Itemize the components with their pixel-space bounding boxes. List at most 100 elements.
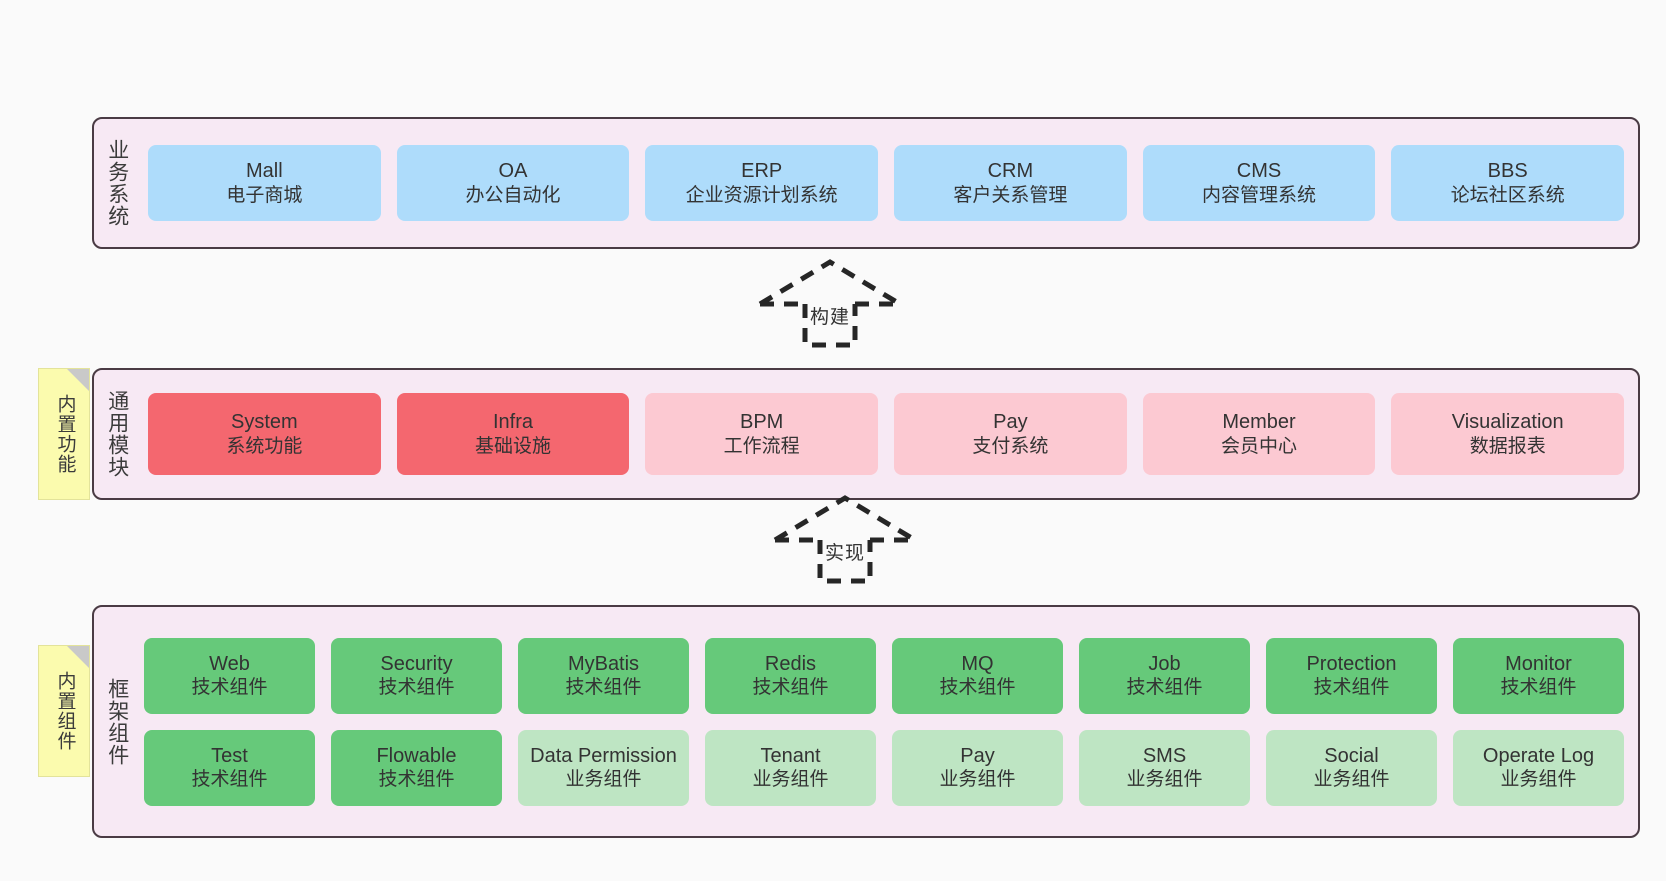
card-bpm[interactable]: BPM 工作流程 <box>645 393 879 475</box>
card-subtitle: 业务组件 <box>752 769 829 791</box>
card-subtitle: 技术组件 <box>565 677 642 699</box>
card-mq[interactable]: MQ 技术组件 <box>892 637 1063 714</box>
card-title: MyBatis <box>567 652 640 675</box>
dashed-up-arrow-icon <box>758 259 902 348</box>
card-subtitle: 系统功能 <box>226 435 303 457</box>
card-title: SMS <box>1142 744 1187 767</box>
card-social[interactable]: Social 业务组件 <box>1266 729 1437 806</box>
card-visualization[interactable]: Visualization 数据报表 <box>1391 393 1625 475</box>
card-erp[interactable]: ERP 企业资源计划系统 <box>645 145 879 221</box>
card-cms[interactable]: CMS 内容管理系统 <box>1142 145 1376 221</box>
card-subtitle: 论坛社区系统 <box>1450 184 1565 206</box>
card-oa[interactable]: OA 办公自动化 <box>396 145 630 221</box>
layer-framework-components: 框架组件 Web 技术组件 Security 技术组件 MyBatis 技术组件… <box>92 605 1640 838</box>
card-subtitle: 技术组件 <box>939 677 1016 699</box>
card-data-permission[interactable]: Data Permission 业务组件 <box>518 729 689 806</box>
card-operate-log[interactable]: Operate Log 业务组件 <box>1453 729 1624 806</box>
card-flowable[interactable]: Flowable 技术组件 <box>331 729 502 806</box>
card-subtitle: 技术组件 <box>378 769 455 791</box>
card-subtitle: 办公自动化 <box>465 184 561 206</box>
layer-title-framework: 框架组件 <box>105 677 129 766</box>
sticky-note-builtin-components: 内置组件 <box>38 645 90 777</box>
card-title: Social <box>1324 744 1379 767</box>
layer-common-modules: 通用模块 System 系统功能 Infra 基础设施 BPM 工作流程 Pay… <box>92 368 1640 500</box>
card-test[interactable]: Test 技术组件 <box>144 729 315 806</box>
card-title: Member <box>1222 411 1296 434</box>
generalization-arrow-realize: 实现 <box>770 492 920 584</box>
layer-business-systems: 业务系统 Mall 电子商城 OA 办公自动化 ERP 企业资源计划系统 CRM… <box>92 117 1640 249</box>
layer-body-framework: Web 技术组件 Security 技术组件 MyBatis 技术组件 Redi… <box>140 607 1638 836</box>
card-sms[interactable]: SMS 业务组件 <box>1079 729 1250 806</box>
card-subtitle: 电子商城 <box>226 184 303 206</box>
framework-card-row-1: Web 技术组件 Security 技术组件 MyBatis 技术组件 Redi… <box>144 637 1624 714</box>
card-mybatis[interactable]: MyBatis 技术组件 <box>518 637 689 714</box>
card-pay-component[interactable]: Pay 业务组件 <box>892 729 1063 806</box>
folded-corner-icon <box>67 369 89 391</box>
card-title: Protection <box>1306 652 1397 675</box>
business-card-row: Mall 电子商城 OA 办公自动化 ERP 企业资源计划系统 CRM 客户关系… <box>148 145 1625 221</box>
card-title: Security <box>380 652 453 675</box>
card-redis[interactable]: Redis 技术组件 <box>705 637 876 714</box>
card-security[interactable]: Security 技术组件 <box>331 637 502 714</box>
card-subtitle: 会员中心 <box>1221 435 1298 457</box>
card-title: Monitor <box>1505 652 1572 675</box>
card-title: Operate Log <box>1482 744 1595 767</box>
sticky-label: 内置功能 <box>54 394 76 474</box>
card-pay-module[interactable]: Pay 支付系统 <box>894 393 1127 475</box>
folded-corner-icon <box>67 646 89 668</box>
card-title: BBS <box>1487 160 1528 183</box>
arrow-label-realize: 实现 <box>824 543 866 564</box>
card-bbs[interactable]: BBS 论坛社区系统 <box>1391 145 1625 221</box>
card-monitor[interactable]: Monitor 技术组件 <box>1453 637 1624 714</box>
card-subtitle: 技术组件 <box>1126 677 1203 699</box>
card-subtitle: 业务组件 <box>939 769 1016 791</box>
card-title: BPM <box>740 411 784 434</box>
sticky-label: 内置组件 <box>54 671 76 751</box>
dashed-up-arrow-icon <box>773 495 917 584</box>
card-title: Infra <box>492 411 534 434</box>
card-subtitle: 技术组件 <box>191 677 268 699</box>
card-protection[interactable]: Protection 技术组件 <box>1266 637 1437 714</box>
card-subtitle: 业务组件 <box>1500 769 1577 791</box>
card-title: Pay <box>993 411 1028 434</box>
layer-title-business: 业务系统 <box>105 139 129 227</box>
card-title: Web <box>209 652 250 675</box>
card-title: System <box>230 411 298 434</box>
card-subtitle: 支付系统 <box>972 435 1049 457</box>
card-system[interactable]: System 系统功能 <box>148 393 381 475</box>
layer-body-modules: System 系统功能 Infra 基础设施 BPM 工作流程 Pay 支付系统… <box>140 370 1638 498</box>
layer-title-modules: 通用模块 <box>105 390 129 478</box>
card-web[interactable]: Web 技术组件 <box>144 637 315 714</box>
card-subtitle: 数据报表 <box>1469 435 1546 457</box>
card-crm[interactable]: CRM 客户关系管理 <box>894 145 1127 221</box>
modules-card-row: System 系统功能 Infra 基础设施 BPM 工作流程 Pay 支付系统… <box>148 393 1625 475</box>
card-subtitle: 技术组件 <box>1500 677 1577 699</box>
card-subtitle: 业务组件 <box>1313 769 1390 791</box>
card-title: Flowable <box>376 744 457 767</box>
card-subtitle: 内容管理系统 <box>1202 184 1317 206</box>
card-subtitle: 技术组件 <box>378 677 455 699</box>
arrow-label-build: 构建 <box>809 307 851 328</box>
card-subtitle: 客户关系管理 <box>953 184 1068 206</box>
card-infra[interactable]: Infra 基础设施 <box>396 393 630 475</box>
card-tenant[interactable]: Tenant 业务组件 <box>705 729 876 806</box>
card-mall[interactable]: Mall 电子商城 <box>148 145 381 221</box>
card-title: Visualization <box>1451 411 1564 434</box>
card-subtitle: 企业资源计划系统 <box>685 184 838 206</box>
framework-card-row-2: Test 技术组件 Flowable 技术组件 Data Permission … <box>144 729 1624 806</box>
card-title: CMS <box>1236 160 1282 183</box>
card-title: Redis <box>764 652 817 675</box>
card-member[interactable]: Member 会员中心 <box>1142 393 1376 475</box>
card-subtitle: 业务组件 <box>1126 769 1203 791</box>
card-title: Data Permission <box>530 744 677 767</box>
card-title: MQ <box>961 652 994 675</box>
card-subtitle: 技术组件 <box>191 769 268 791</box>
generalization-arrow-build: 构建 <box>755 256 905 348</box>
card-job[interactable]: Job 技术组件 <box>1079 637 1250 714</box>
card-title: OA <box>498 160 528 183</box>
card-title: Pay <box>960 744 995 767</box>
card-subtitle: 技术组件 <box>752 677 829 699</box>
card-title: Tenant <box>760 744 821 767</box>
card-title: CRM <box>987 160 1034 183</box>
